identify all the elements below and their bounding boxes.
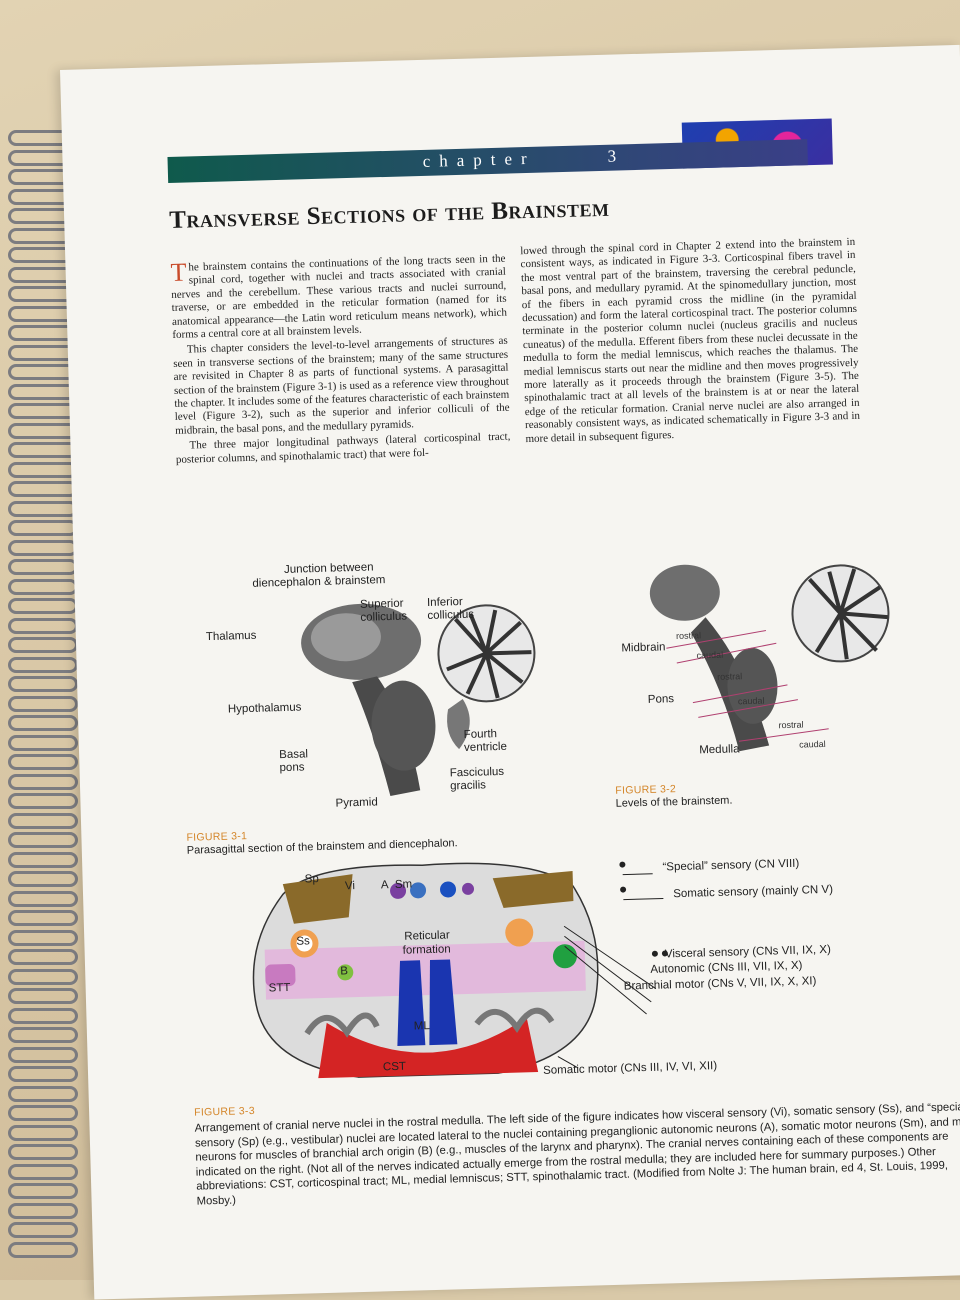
label-midbrain: Midbrain bbox=[621, 641, 666, 655]
label-superior-line-2: colliculus bbox=[360, 610, 408, 624]
spiral-coil bbox=[8, 695, 78, 712]
figure-3-1-label: FIGURE 3-1 bbox=[186, 830, 248, 844]
spiral-coil bbox=[8, 383, 78, 400]
drop-cap: T bbox=[170, 257, 187, 287]
nucleus-vi: Vi bbox=[344, 880, 356, 893]
spiral-coil bbox=[8, 734, 78, 751]
spiral-coil bbox=[8, 871, 78, 887]
spiral-coil bbox=[8, 832, 78, 848]
label-thalamus: Thalamus bbox=[205, 629, 257, 644]
spiral-coil bbox=[8, 403, 78, 419]
spiral-coil bbox=[8, 929, 78, 946]
label-fasciculus-line-2: gracilis bbox=[449, 779, 487, 793]
nucleus-stt: STT bbox=[268, 981, 291, 995]
label-fourth-line-2: ventricle bbox=[463, 740, 508, 754]
spiral-coil bbox=[8, 617, 78, 634]
spiral-coil bbox=[8, 812, 78, 829]
spiral-coil bbox=[8, 559, 78, 575]
label-rostral-medulla: rostral bbox=[778, 719, 804, 731]
spiral-coil bbox=[8, 598, 78, 614]
spiral-coil bbox=[8, 949, 78, 965]
label-inferior-line-1: Inferior bbox=[426, 595, 463, 609]
spiral-coil bbox=[8, 1144, 78, 1160]
nucleus-a: A bbox=[380, 879, 389, 892]
spiral-coil bbox=[8, 520, 78, 536]
label-inferior-line-2: colliculus bbox=[427, 608, 475, 622]
label-fasciculus-line-1: Fasciculus bbox=[449, 765, 505, 780]
body-column-right: lowed through the spinal cord in Chapter… bbox=[520, 236, 861, 448]
spiral-coil bbox=[8, 773, 78, 790]
label-pyramid: Pyramid bbox=[335, 796, 378, 810]
label-ml: ML bbox=[413, 1020, 430, 1033]
figure-3-2-caption: Levels of the brainstem. bbox=[615, 794, 733, 810]
spiral-coil bbox=[8, 1183, 78, 1199]
spiral-binding bbox=[0, 130, 80, 1280]
figure-3-3-illustration bbox=[252, 862, 599, 1079]
label-caudal-pons: caudal bbox=[737, 695, 765, 707]
spiral-coil bbox=[8, 1066, 78, 1082]
figure-3-2-label: FIGURE 3-2 bbox=[615, 783, 677, 797]
label-rostral-pons: rostral bbox=[717, 671, 743, 682]
label-cst: CST bbox=[382, 1060, 407, 1074]
label-basal-line-2: pons bbox=[279, 761, 305, 775]
label-fourth-line-1: Fourth bbox=[463, 728, 498, 741]
spiral-coil bbox=[8, 715, 78, 731]
figure-3-3-label: FIGURE 3-3 bbox=[193, 1104, 256, 1119]
nucleus-b: B bbox=[340, 965, 349, 978]
spiral-coil bbox=[8, 481, 78, 497]
page-title: Transverse Sections of the Brainstem bbox=[168, 194, 610, 235]
spiral-coil bbox=[8, 988, 78, 1004]
spiral-coil bbox=[8, 539, 78, 556]
spiral-coil bbox=[8, 851, 78, 868]
spiral-coil bbox=[8, 1027, 78, 1043]
figure-3-2-illustration bbox=[649, 564, 890, 752]
spiral-coil bbox=[8, 1222, 78, 1238]
reticular-line-1: Reticular bbox=[404, 929, 450, 943]
spiral-coil bbox=[8, 793, 78, 809]
label-caudal-midbrain: caudal bbox=[696, 649, 724, 661]
label-basal-line-1: Basal bbox=[279, 748, 309, 762]
spiral-coil bbox=[8, 890, 78, 907]
spiral-coil bbox=[8, 637, 78, 653]
spiral-coil bbox=[8, 1241, 78, 1258]
book-page: chapter 3 Transverse Sections of the Bra… bbox=[60, 44, 960, 1300]
spiral-coil bbox=[8, 1124, 78, 1141]
paragraph-4: lowed through the spinal cord in Chapter… bbox=[520, 235, 861, 445]
figure-3-3-leader-lines bbox=[557, 861, 668, 1069]
figure-3-3-caption: Arrangement of cranial nerve nuclei in t… bbox=[194, 1100, 960, 1208]
spiral-coil bbox=[8, 754, 78, 770]
spiral-coil bbox=[8, 656, 78, 673]
label-hypothalamus: Hypothalamus bbox=[227, 701, 302, 716]
spiral-coil bbox=[8, 676, 78, 692]
spiral-coil bbox=[8, 578, 78, 595]
label-rostral-midbrain: rostral bbox=[675, 630, 702, 642]
spiral-coil bbox=[8, 461, 78, 478]
nucleus-ss: Ss bbox=[296, 935, 311, 948]
spiral-coil bbox=[8, 500, 78, 517]
paragraph-1: he brainstem contains the continuations … bbox=[171, 252, 508, 341]
figure-3-1-illustration bbox=[301, 603, 536, 797]
paragraph-2: This chapter considers the level-to-leve… bbox=[173, 335, 510, 437]
chapter-number: 3 bbox=[607, 146, 617, 166]
spiral-coil bbox=[8, 1202, 78, 1219]
label-superior-line-1: Superior bbox=[359, 597, 404, 611]
nucleus-sp: Sp bbox=[304, 873, 319, 886]
spiral-coil bbox=[8, 1163, 78, 1180]
chapter-word: chapter bbox=[422, 148, 536, 171]
spiral-coil bbox=[8, 1085, 78, 1102]
spiral-coil bbox=[8, 442, 78, 458]
spiral-coil bbox=[8, 1105, 78, 1121]
spiral-coil bbox=[8, 910, 78, 926]
label-medulla: Medulla bbox=[699, 743, 740, 757]
label-pons: Pons bbox=[647, 693, 675, 706]
spiral-coil bbox=[8, 1007, 78, 1024]
spiral-coil bbox=[8, 968, 78, 985]
spiral-coil bbox=[8, 422, 78, 439]
reticular-line-2: formation bbox=[402, 943, 451, 957]
spiral-coil bbox=[8, 1046, 78, 1063]
nucleus-sm: Sm bbox=[394, 878, 413, 891]
label-caudal-medulla: caudal bbox=[798, 738, 826, 750]
